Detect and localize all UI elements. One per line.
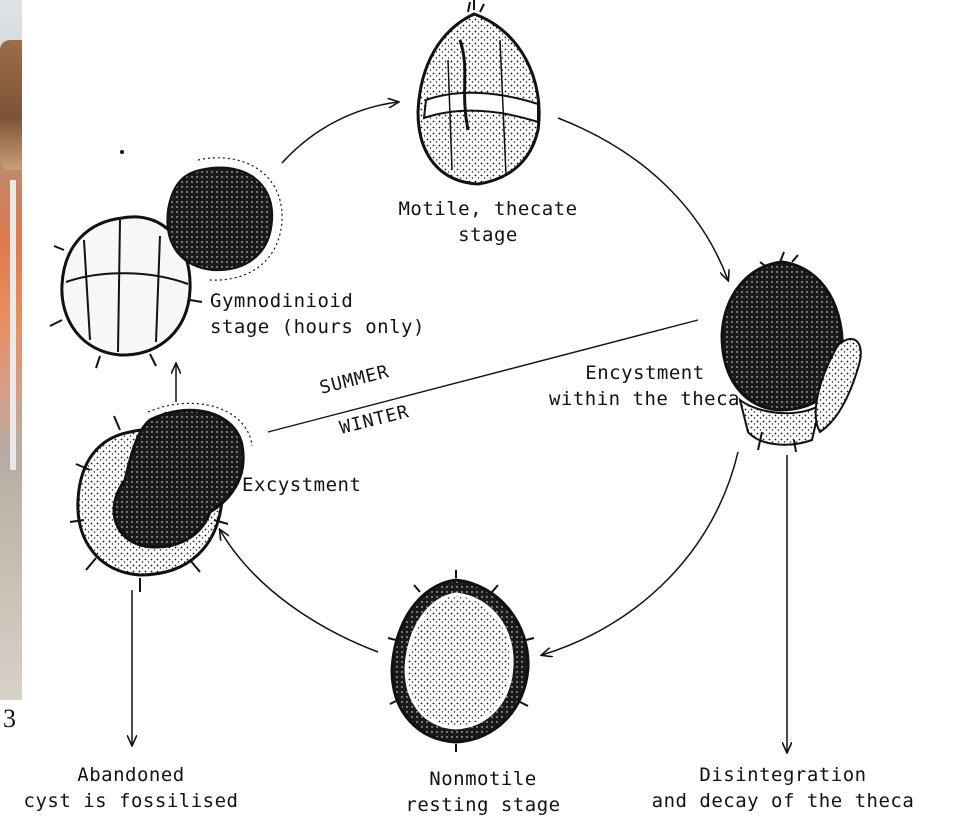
encysting-cell-icon xyxy=(722,252,861,452)
disintegration-label-line1: Disintegration xyxy=(618,762,948,788)
abandoned-label-line2: cyst is fossilised xyxy=(8,788,254,814)
motile-thecate-cell-icon xyxy=(418,0,539,184)
resting-cyst-icon xyxy=(388,570,534,752)
encystment-label-line2: within the theca xyxy=(530,386,740,412)
motile-label-line2: stage xyxy=(372,222,604,248)
abandoned-label: Abandoned cyst is fossilised xyxy=(8,762,254,814)
gymnodinioid-label-line2: stage (hours only) xyxy=(210,314,425,340)
encystment-label-line1: Encystment xyxy=(530,360,740,386)
nonmotile-label-line1: Nonmotile xyxy=(378,766,588,792)
gymnodinioid-label-line1: Gymnodinioid xyxy=(210,288,425,314)
disintegration-label: Disintegration and decay of the theca xyxy=(618,762,948,814)
arrow-encyst-to-resting xyxy=(542,452,738,655)
nonmotile-label: Nonmotile resting stage xyxy=(378,766,588,818)
excystment-label: Excystment xyxy=(242,472,361,498)
disintegration-label-line2: and decay of the theca xyxy=(618,788,948,814)
gymnodinioid-label: Gymnodinioid stage (hours only) xyxy=(210,288,425,340)
encystment-label: Encystment within the theca xyxy=(530,360,740,412)
arrow-gymno-to-motile xyxy=(282,102,398,163)
motile-label-line1: Motile, thecate xyxy=(372,196,604,222)
nonmotile-label-line2: resting stage xyxy=(378,792,588,818)
motile-label: Motile, thecate stage xyxy=(372,196,604,248)
arrow-resting-to-excyst xyxy=(220,530,378,652)
stray-dot xyxy=(120,150,124,154)
abandoned-label-line1: Abandoned xyxy=(8,762,254,788)
excysting-cyst-icon xyxy=(70,403,252,592)
